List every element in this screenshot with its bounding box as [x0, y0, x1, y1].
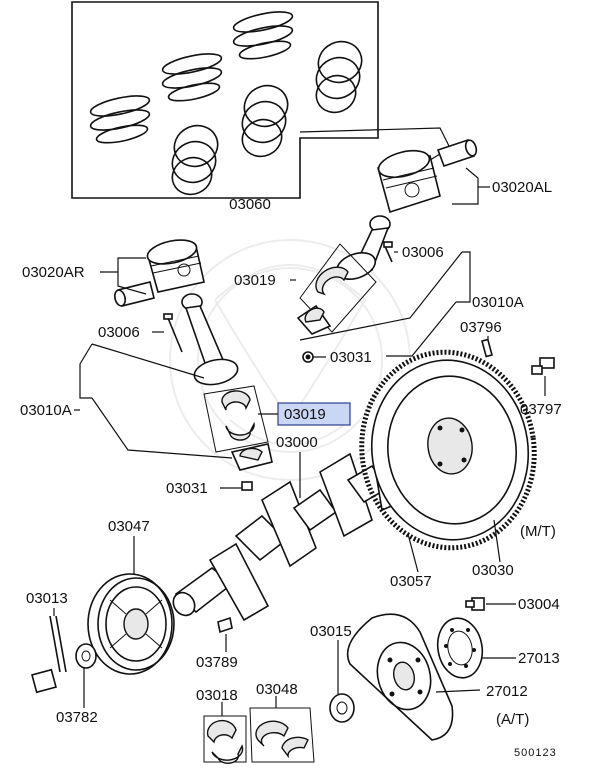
crankshaft-pulley[interactable]: [87, 573, 175, 675]
label-03020AR: 03020AR: [22, 264, 85, 281]
label-03796: 03796: [460, 319, 502, 336]
piston-right[interactable]: [376, 146, 441, 214]
bearing-shell-upper-right[interactable]: [315, 266, 349, 296]
pulley-bolt[interactable]: [31, 615, 67, 694]
connecting-rod-left[interactable]: [181, 293, 240, 388]
label-03004: 03004: [518, 596, 560, 613]
label-03018: 03018: [196, 687, 238, 704]
pilot-bushing[interactable]: [329, 693, 355, 723]
label-03019-upper: 03019: [234, 272, 276, 289]
label-03031-upper: 03031: [330, 349, 372, 366]
label-03797: 03797: [520, 401, 562, 418]
leader-27012: [435, 689, 481, 693]
conrod-bolt-left[interactable]: [163, 313, 183, 353]
flywheel[interactable]: [349, 341, 547, 559]
drive-plate-bolt[interactable]: [465, 597, 485, 611]
piston-ring-thick-sets[interactable]: [166, 35, 369, 201]
label-03010A-left: 03010A: [20, 402, 72, 419]
label-03047: 03047: [108, 518, 150, 535]
conrod-bolt-right[interactable]: [383, 241, 393, 263]
label-03048: 03048: [256, 681, 298, 698]
label-03020AL: 03020AL: [492, 179, 552, 196]
leader-03030: [493, 519, 501, 563]
leader-03010A-right-c: [386, 301, 457, 357]
bearing-shell-left[interactable]: [221, 390, 255, 441]
flywheel-bolt[interactable]: [531, 357, 555, 375]
label-03015: 03015: [310, 623, 352, 640]
piston-ring-thin-sets[interactable]: [89, 8, 294, 146]
label-03060: 03060: [229, 196, 271, 213]
thrust-bearing-03048[interactable]: [249, 707, 315, 763]
main-bearing-03018[interactable]: [203, 715, 247, 764]
leader-03020AL: [452, 167, 479, 205]
leader-03010A-left-c: [91, 397, 233, 459]
label-03010A-right: 03010A: [472, 294, 524, 311]
woodruff-key[interactable]: [217, 616, 233, 634]
label-03782: 03782: [56, 709, 98, 726]
leader-03010A-left-a: [91, 343, 205, 379]
piston-left[interactable]: [145, 236, 205, 293]
label-note-at: (A/T): [496, 711, 529, 728]
pulley-washer[interactable]: [75, 643, 97, 669]
label-27013: 27013: [518, 650, 560, 667]
dowel-pin[interactable]: [481, 338, 493, 358]
label-03031-lower: 03031: [166, 480, 208, 497]
adapter-plate[interactable]: [433, 615, 487, 682]
conrod-nut-left[interactable]: [241, 481, 253, 491]
label-03030: 03030: [472, 562, 514, 579]
label-03013: 03013: [26, 590, 68, 607]
drive-plate[interactable]: [346, 613, 454, 741]
piston-pin-left[interactable]: [113, 281, 155, 307]
bearing-cap-left[interactable]: [230, 443, 273, 471]
bearing-box-left: [203, 385, 269, 453]
label-03057: 03057: [390, 573, 432, 590]
label-03000: 03000: [276, 434, 318, 451]
leader-03057: [407, 533, 419, 573]
label-03006-right: 03006: [402, 244, 444, 261]
diagram-number: 500123: [514, 747, 557, 759]
piston-pin-right[interactable]: [436, 138, 478, 168]
bearing-cap-right[interactable]: [296, 304, 332, 335]
leader-03010A-right-b: [299, 251, 463, 341]
label-27012: 27012: [486, 683, 528, 700]
piston-ring-set-box: [71, 1, 379, 199]
label-03019-highlighted: 03019: [284, 406, 326, 423]
conrod-nut-right[interactable]: [302, 351, 314, 363]
leader-03010A-left-b: [79, 343, 93, 399]
label-03006-left: 03006: [98, 324, 140, 341]
label-note-mt: (M/T): [520, 523, 556, 540]
leader-03010A-right-a: [456, 251, 471, 303]
label-03789: 03789: [196, 654, 238, 671]
watermark-logo: [169, 239, 411, 481]
